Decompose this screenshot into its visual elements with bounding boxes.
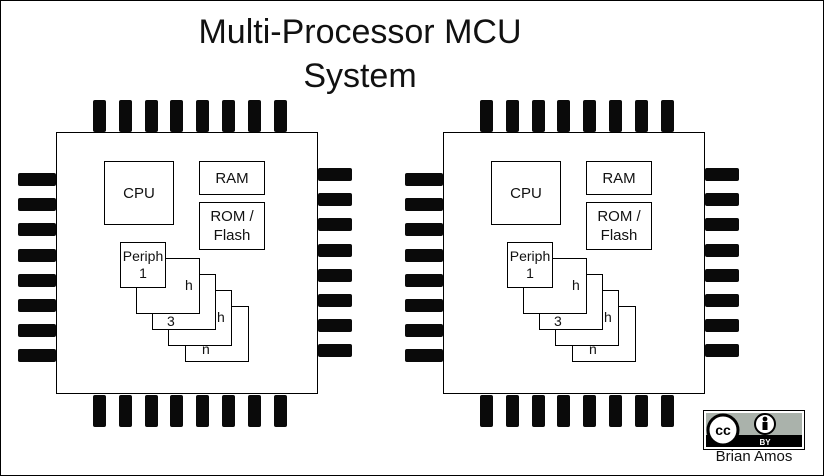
pin-top	[505, 100, 519, 132]
periph-card-1-label: Periph 1	[509, 248, 551, 281]
pin-right	[318, 193, 352, 207]
periph-card-n-label: n	[589, 341, 597, 357]
pin-left	[405, 173, 443, 186]
periph-card-1: Periph 1	[120, 242, 166, 288]
pin-top	[93, 100, 106, 132]
pin-bottom	[247, 395, 261, 427]
pin-left	[18, 198, 56, 212]
pin-bottom	[531, 395, 545, 427]
cpu-block: CPU	[104, 161, 174, 225]
periph-card-3-label: 3	[167, 313, 175, 329]
pin-top	[273, 100, 287, 132]
pin-top	[660, 100, 674, 132]
pin-top	[531, 100, 545, 132]
pin-left	[18, 273, 56, 287]
cc-label: cc	[715, 422, 731, 438]
pin-left	[405, 349, 443, 363]
pin-top	[170, 100, 184, 132]
pin-bottom	[583, 395, 597, 427]
pin-bottom	[93, 395, 106, 427]
rom-flash-block: ROM / Flash	[586, 202, 652, 250]
pin-right	[318, 319, 352, 333]
pin-left	[405, 324, 443, 338]
periph-card-2-label: h	[572, 277, 580, 293]
pin-bottom	[609, 395, 622, 427]
pin-right	[318, 168, 352, 181]
pin-left	[18, 248, 56, 262]
pin-top	[609, 100, 622, 132]
pin-bottom	[196, 395, 210, 427]
pin-left	[18, 349, 56, 363]
pin-bottom	[634, 395, 648, 427]
by-label: BY	[759, 438, 771, 447]
pin-left	[405, 299, 443, 312]
ram-block: RAM	[199, 161, 265, 195]
periph-card-3b-label: h	[217, 309, 225, 325]
pin-left	[405, 273, 443, 287]
pin-left	[405, 223, 443, 237]
cc-by-icon: cc BY	[703, 410, 805, 450]
periph-card-1: Periph 1	[507, 242, 553, 288]
periph-card-n-label: n	[202, 341, 210, 357]
pin-left	[18, 223, 56, 237]
pin-right	[705, 218, 739, 232]
periph-card-3b-label: h	[604, 309, 612, 325]
pin-left	[405, 248, 443, 262]
pin-bottom	[170, 395, 184, 427]
pin-top	[247, 100, 261, 132]
pin-bottom	[118, 395, 132, 427]
periph-card-2-label: h	[185, 277, 193, 293]
author-name: Brian Amos	[715, 448, 793, 465]
pin-bottom	[222, 395, 235, 427]
pin-bottom	[480, 395, 493, 427]
periph-card-1-label: Periph 1	[122, 248, 164, 281]
rom-flash-block: ROM / Flash	[199, 202, 265, 250]
pin-left	[18, 324, 56, 338]
pin-top	[222, 100, 235, 132]
pin-top	[144, 100, 158, 132]
periph-card-3-label: 3	[554, 313, 562, 329]
pin-top	[118, 100, 132, 132]
pin-bottom	[273, 395, 287, 427]
pin-top	[480, 100, 493, 132]
diagram-title: Multi-Processor MCU System	[198, 13, 522, 95]
cc-by-license-badge: cc BY	[703, 410, 805, 450]
pin-right	[705, 193, 739, 207]
pin-bottom	[557, 395, 571, 427]
pin-bottom	[144, 395, 158, 427]
pin-right	[318, 243, 352, 257]
pin-bottom	[660, 395, 674, 427]
pin-top	[634, 100, 648, 132]
pin-right	[705, 268, 739, 282]
pin-right	[705, 319, 739, 333]
pin-left	[405, 198, 443, 212]
pin-right	[318, 268, 352, 282]
pin-right	[318, 294, 352, 307]
pin-right	[705, 243, 739, 257]
pin-right	[705, 168, 739, 181]
pin-top	[557, 100, 571, 132]
ram-block: RAM	[586, 161, 652, 195]
pin-right	[318, 344, 352, 358]
cpu-block: CPU	[491, 161, 561, 225]
pin-top	[583, 100, 597, 132]
pin-left	[18, 299, 56, 312]
pin-right	[705, 344, 739, 358]
pin-right	[705, 294, 739, 307]
pin-top	[196, 100, 210, 132]
pin-right	[318, 218, 352, 232]
pin-left	[18, 173, 56, 186]
pin-bottom	[505, 395, 519, 427]
